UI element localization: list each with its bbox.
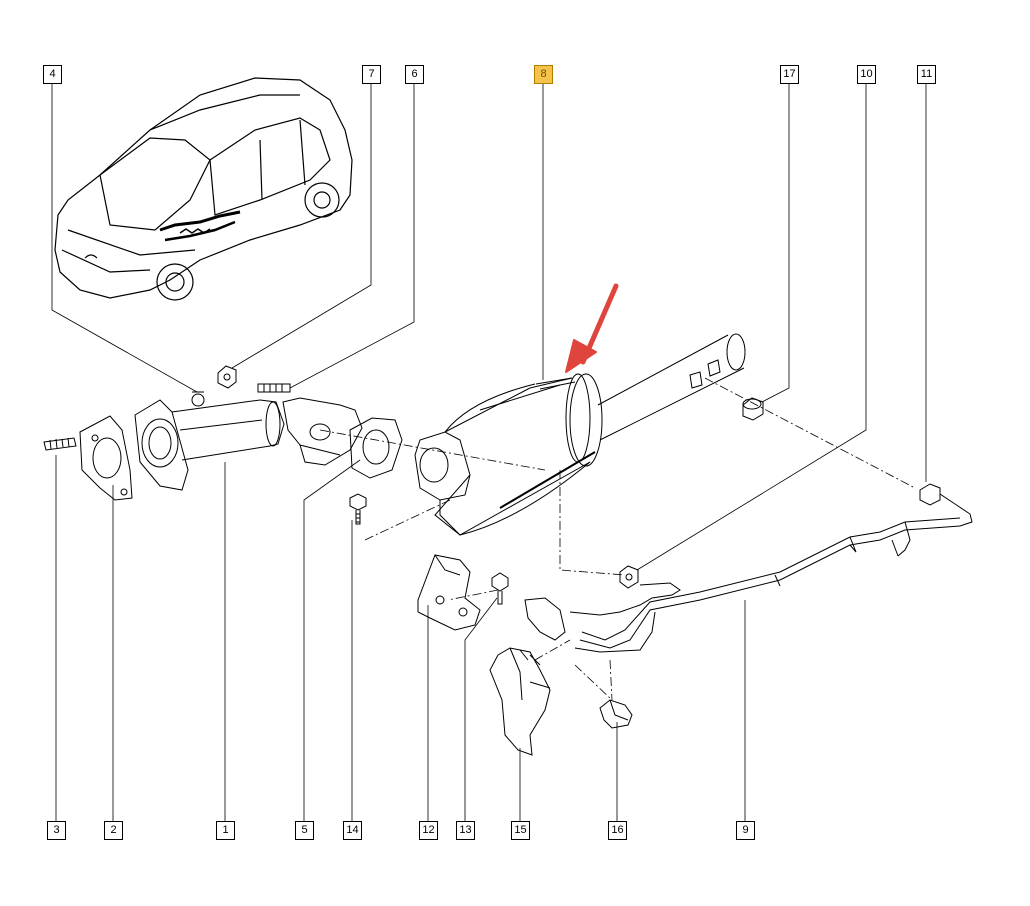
callout-7[interactable]: 7 [362,65,381,84]
bolt-part-14 [349,493,367,525]
bolt-part-13 [491,572,509,605]
callout-6[interactable]: 6 [405,65,424,84]
plug-part [742,397,764,421]
callout-2[interactable]: 2 [104,821,123,840]
sensor-fitting-part [919,483,973,527]
callout-16[interactable]: 16 [608,821,627,840]
callout-5[interactable]: 5 [295,821,314,840]
leader-lines [51,84,927,824]
callout-14[interactable]: 14 [343,821,362,840]
grommet-part [619,565,639,589]
stud-part [43,437,77,451]
callout-1[interactable]: 1 [216,821,235,840]
support-shield-part [489,597,566,756]
callout-17[interactable]: 17 [780,65,799,84]
flange-pipe-part [282,397,363,466]
assembly-lines [319,377,916,701]
clip-part [599,699,633,729]
flange-stud-part [257,383,291,393]
vehicle-thumbnail [54,77,353,301]
callout-15[interactable]: 15 [511,821,530,840]
callout-13[interactable]: 13 [456,821,475,840]
catalyst-gasket [349,417,403,479]
front-pipe-part [134,391,285,491]
callout-8-highlighted[interactable]: 8 [534,65,553,84]
pipe-line-part [569,517,961,653]
catalytic-converter-part [414,333,746,536]
callout-11[interactable]: 11 [917,65,936,84]
bracket-part [417,554,481,631]
callout-9[interactable]: 9 [736,821,755,840]
highlight-arrow [565,283,619,373]
nut-part [217,365,237,389]
callout-4[interactable]: 4 [43,65,62,84]
callout-12[interactable]: 12 [419,821,438,840]
gasket-part [79,415,133,501]
callout-10[interactable]: 10 [857,65,876,84]
callout-3[interactable]: 3 [47,821,66,840]
